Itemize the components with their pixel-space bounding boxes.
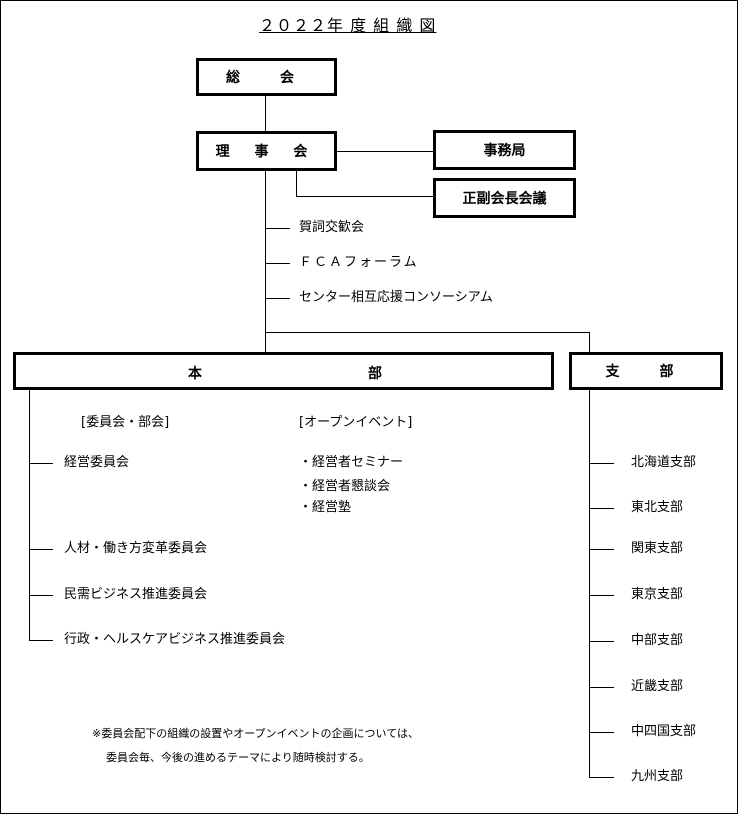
branch-tohoku: 東北支部 [631,500,684,515]
branches-box: 支 部 [569,352,723,390]
branch-tick-8 [589,777,614,778]
connector-board-trunk [265,171,266,352]
branch-tick-1 [589,463,614,464]
committee-management: 経営委員会 [64,455,130,470]
open-event-roundtable: ・経営者懇談会 [299,479,391,494]
board-label: 理 事 会 [215,144,318,160]
committee-private-business: 民需ビジネス推進委員会 [64,587,208,602]
chair-meeting-label: 正副会長会議 [462,191,547,207]
hq-committee-tick-2 [29,549,53,550]
note-line-2: 委員会毎、今後の進めるテーマにより随時検討する。 [106,751,370,764]
general-assembly-label: 総 会 [226,70,307,86]
connector-event-tick-1 [265,228,290,229]
committees-heading: [委員会・部会] [81,415,170,430]
headquarters-box: 本 部 [13,352,554,390]
open-events-heading: [オープンイベント] [299,415,413,430]
chart-title: ２０２２年 度 組 織 図 [259,16,437,35]
branch-tick-4 [589,595,614,596]
branch-tick-3 [589,549,614,550]
branch-hokkaido: 北海道支部 [631,455,697,470]
branch-tick-2 [589,508,614,509]
chair-meeting-box: 正副会長会議 [433,178,576,218]
connector-to-branches-vertical [589,332,590,352]
open-event-academy: ・経営塾 [299,500,352,515]
branch-chushikoku: 中四国支部 [631,724,697,739]
branch-kinki: 近畿支部 [631,679,684,694]
board-event-consortium: センター相互応援コンソーシアム [299,290,493,305]
hq-committee-tick-4 [29,640,53,641]
note-line-1: ※委員会配下の組織の設置やオープンイベントの企画については、 [92,727,420,740]
connector-board-secretariat [336,151,434,152]
branch-kyushu: 九州支部 [631,769,684,784]
general-assembly-box: 総 会 [196,58,337,96]
branch-tick-5 [589,641,614,642]
branch-tick-7 [589,732,614,733]
hq-committee-trunk [29,390,30,641]
branch-kanto: 関東支部 [631,541,684,556]
board-event-new-year: 賀詞交歓会 [299,220,365,235]
connector-event-tick-2 [265,263,290,264]
committee-public-healthcare: 行政・ヘルスケアビジネス推進委員会 [64,632,286,647]
secretariat-box: 事務局 [433,130,576,170]
connector-board-chair-horizontal [296,196,434,197]
board-event-fca-forum: ＦＣＡフォーラム [299,255,419,270]
board-box: 理 事 会 [196,131,337,171]
branch-trunk [589,390,590,778]
branches-label: 支 部 [605,364,687,380]
connector-to-branches-horizontal [265,332,590,333]
headquarters-label-right: 部 [368,366,382,382]
branch-tick-6 [589,687,614,688]
connector-event-tick-3 [265,298,290,299]
hq-committee-tick-1 [29,463,53,464]
committee-workstyle: 人材・働き方変革委員会 [64,541,208,556]
branch-tokyo: 東京支部 [631,587,684,602]
open-event-seminar: ・経営者セミナー [299,455,404,470]
secretariat-label: 事務局 [483,143,526,159]
connector-assembly-board [265,96,266,131]
connector-board-chair-vertical [296,171,297,197]
headquarters-label-left: 本 [188,366,202,382]
hq-committee-tick-3 [29,595,53,596]
branch-chubu: 中部支部 [631,633,684,648]
